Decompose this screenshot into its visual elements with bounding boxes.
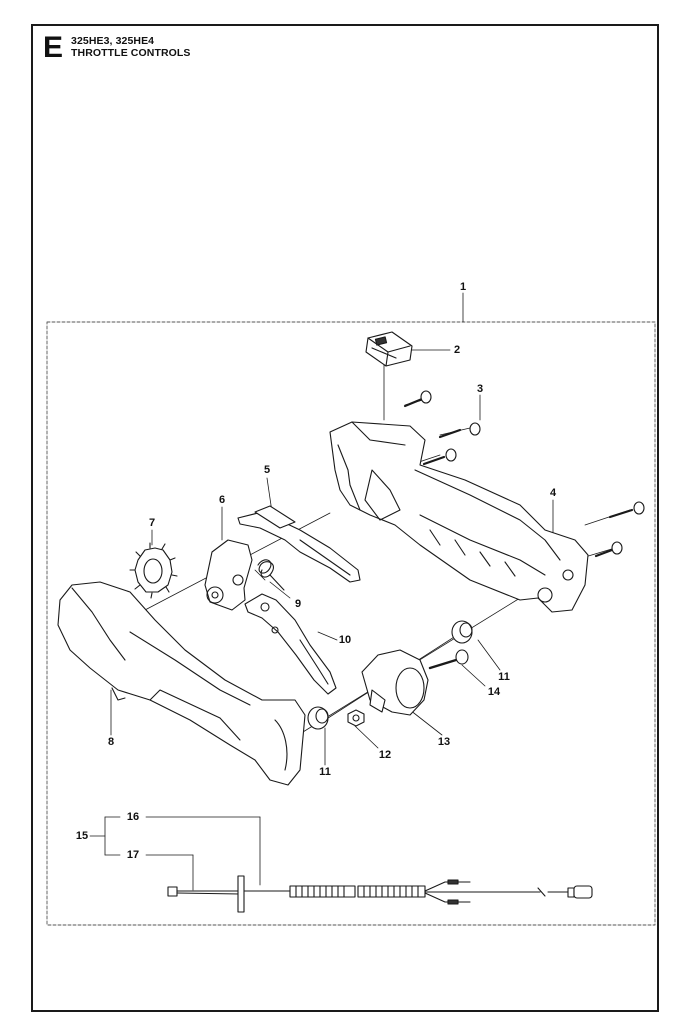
callout-13: 13 — [437, 736, 451, 748]
callout-15: 15 — [75, 830, 89, 842]
callout-6: 6 — [218, 494, 226, 506]
part-15-cable-assembly — [167, 875, 593, 913]
part-6-bracket — [204, 539, 253, 611]
part-11-bushing-left — [307, 706, 329, 730]
section-letter: E — [43, 31, 64, 64]
part-14-bolt — [428, 649, 469, 670]
model-numbers: 325HE3, 325HE4 — [71, 35, 155, 47]
callout-11-left: 11 — [319, 766, 331, 778]
callout-1: 1 — [459, 281, 467, 293]
callout-4: 4 — [549, 487, 557, 499]
part-10-throttle-trigger — [244, 593, 337, 695]
callout-2: 2 — [453, 344, 461, 356]
callout-9: 9 — [294, 598, 302, 610]
callout-17: 17 — [126, 849, 140, 861]
part-2-switch — [365, 331, 413, 367]
part-3-screws — [403, 390, 645, 558]
callout-11-right: 11 — [498, 671, 510, 683]
part-12-nut — [347, 709, 365, 727]
part-8-handle-grip — [57, 581, 306, 786]
page-frame — [31, 24, 659, 1012]
callout-5: 5 — [263, 464, 271, 476]
page-title: THROTTLE CONTROLS — [71, 47, 191, 59]
callout-14: 14 — [487, 686, 501, 698]
callout-3: 3 — [476, 383, 484, 395]
part-9-spring — [257, 559, 285, 591]
assembly-group-box — [46, 321, 656, 926]
part-7-ratchet-ring — [129, 542, 178, 599]
callout-10: 10 — [338, 634, 352, 646]
part-11-bushing-right — [451, 620, 473, 644]
callout-7: 7 — [148, 517, 156, 529]
callout-16: 16 — [126, 811, 140, 823]
part-4-handle-upper — [329, 421, 589, 613]
part-5-throttle-lockout — [237, 505, 361, 583]
callout-8: 8 — [107, 736, 115, 748]
callout-12: 12 — [378, 749, 392, 761]
part-13-clamp — [361, 649, 429, 716]
